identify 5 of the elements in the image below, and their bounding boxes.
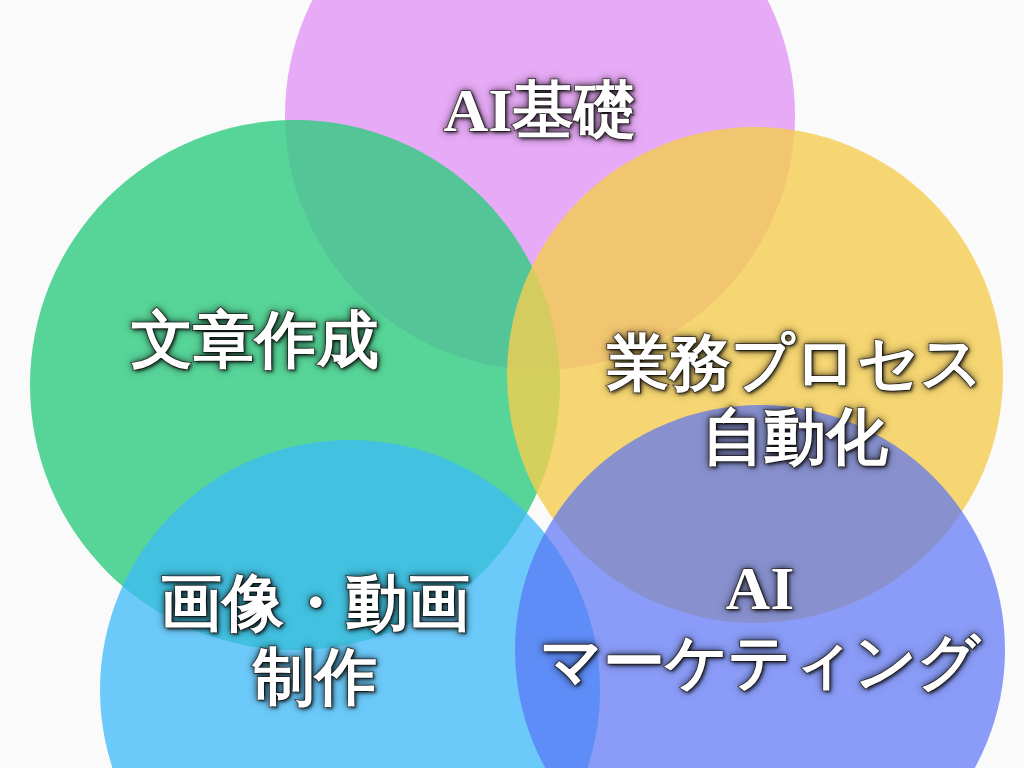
circle-label: AI基礎	[442, 74, 638, 146]
circle-label: AI マーケティング	[539, 552, 983, 698]
circle-label: 画像・動画制作	[159, 567, 471, 713]
circle-label: 文章作成	[130, 304, 380, 376]
circle-label: 業務プロセス自動化	[606, 327, 984, 473]
